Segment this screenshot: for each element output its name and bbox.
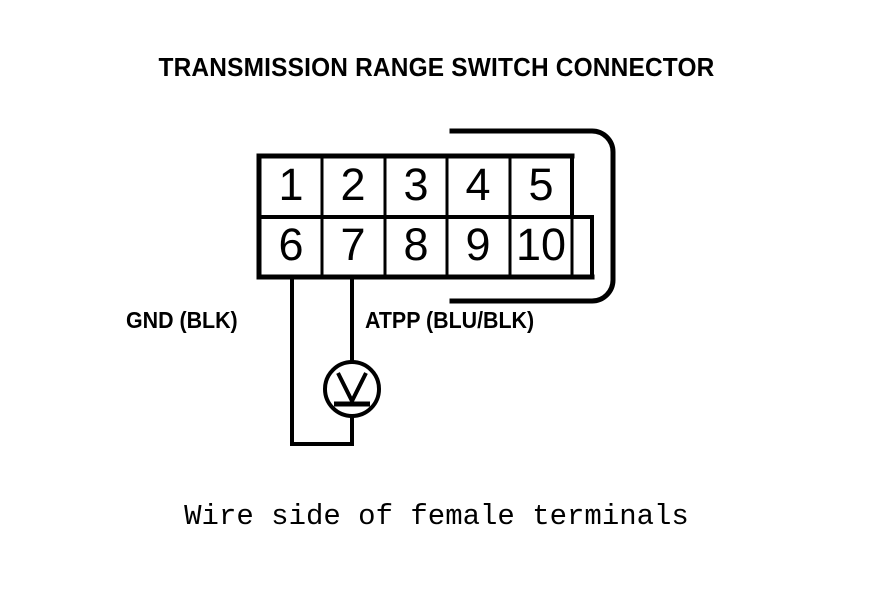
terminal-grid-top-row xyxy=(257,154,574,219)
pin-number-10: 10 xyxy=(516,219,566,270)
voltmeter-circle xyxy=(323,360,381,418)
pin-number-4: 4 xyxy=(465,159,490,210)
terminal-dividers-vertical xyxy=(320,156,574,277)
pin-number-5: 5 xyxy=(528,159,553,210)
wire-label-atpp: ATPP (BLU/BLK) xyxy=(365,307,535,333)
wire-pin6-gnd xyxy=(290,275,354,446)
pin-number-2: 2 xyxy=(340,159,365,210)
wire-label-gnd: GND (BLK) xyxy=(126,307,238,333)
diagram-caption: Wire side of female terminals xyxy=(184,500,689,533)
pin-number-3: 3 xyxy=(403,159,428,210)
connector-shell-outline xyxy=(449,128,616,304)
pin-number-7: 7 xyxy=(340,219,365,270)
pin-number-8: 8 xyxy=(403,219,428,270)
voltmeter-v-glyph xyxy=(336,372,368,406)
pin-number-6: 6 xyxy=(278,219,303,270)
pin-number-9: 9 xyxy=(465,219,490,270)
pin-number-1: 1 xyxy=(278,159,303,210)
page-title: TRANSMISSION RANGE SWITCH CONNECTOR xyxy=(158,52,715,82)
